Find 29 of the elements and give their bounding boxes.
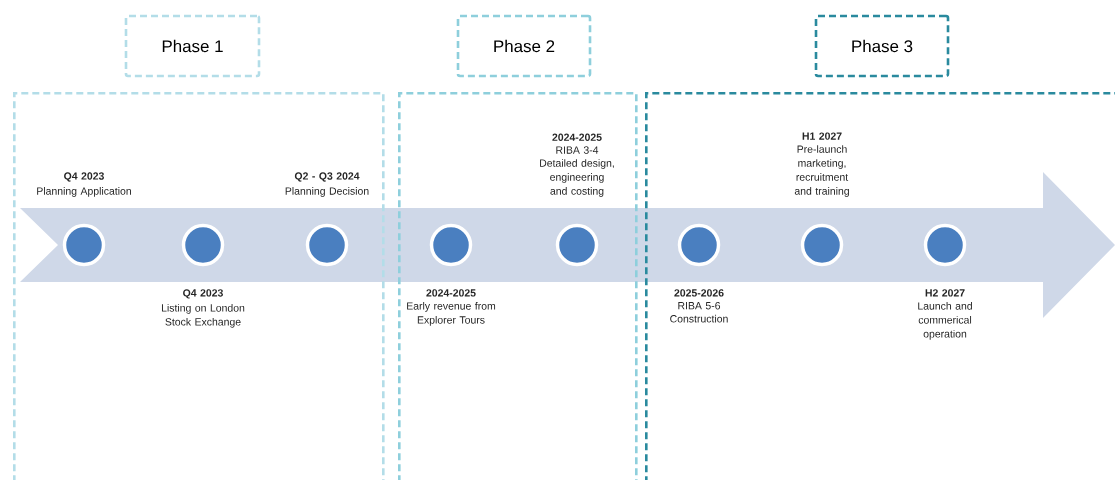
milestone-date: Q4 2023 — [64, 172, 104, 182]
milestone-description: Listing on London Stock Exchange — [162, 303, 245, 328]
phase-label: Phase 2 — [456, 14, 592, 78]
milestone-description: Launch and commerical operation — [918, 302, 972, 340]
phase-label: Phase 3 — [814, 14, 950, 78]
milestone-description: Construction — [670, 314, 728, 323]
milestone-date: Q4 2023 — [183, 289, 223, 299]
milestone-date: 2024-2025 — [552, 133, 602, 141]
milestone-description: RIBA 3-4 — [556, 146, 599, 154]
milestone-description: Planning Decision — [285, 187, 369, 197]
milestone-date: 2025-2026 — [674, 289, 724, 297]
milestone-description: Planning Application — [37, 187, 131, 197]
milestone-description: RIBA 5-6 — [678, 302, 721, 310]
milestone-dot — [181, 223, 225, 267]
milestone-dot — [923, 223, 967, 267]
milestone-description: Detailed design, engineering and costing — [540, 159, 614, 197]
milestone-date: H2 2027 — [925, 289, 965, 297]
milestone-dot — [800, 223, 844, 267]
milestone-dot — [62, 223, 106, 267]
milestone-date: H1 2027 — [802, 132, 842, 140]
milestone-dot — [677, 223, 721, 267]
milestone-dot — [555, 223, 599, 267]
milestone-dot — [305, 223, 349, 267]
milestone-date: Q2 - Q3 2024 — [294, 172, 360, 182]
milestone-description: Pre-launch marketing, recruitment and training — [794, 145, 849, 197]
phase-label: Phase 1 — [124, 14, 261, 78]
milestone-dot — [429, 223, 473, 267]
milestone-date: 2024-2025 — [426, 289, 476, 297]
milestone-description: Early revenue from Explorer Tours — [407, 302, 496, 326]
